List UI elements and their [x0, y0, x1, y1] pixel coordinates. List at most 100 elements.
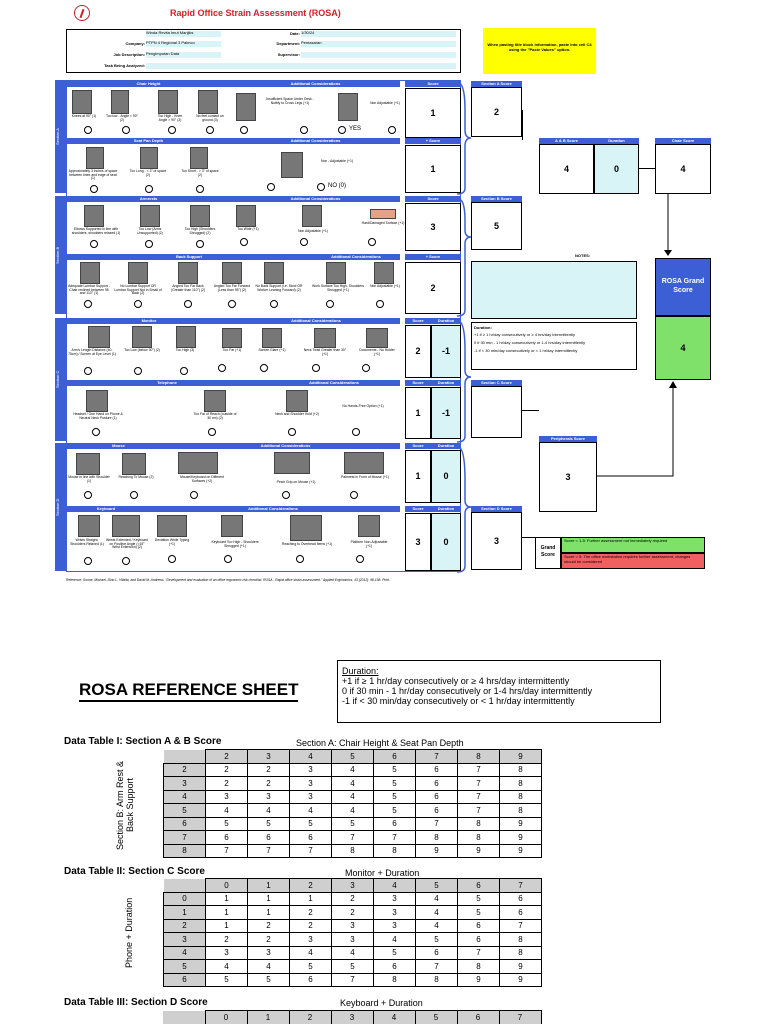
telephone-photo-2 — [204, 390, 226, 412]
caption: No Hands-Free Option (+1) — [342, 404, 384, 408]
monitor-duration[interactable]: -1 — [431, 325, 461, 378]
table-cell: 6 — [205, 830, 248, 845]
mouse-radio-2[interactable] — [130, 491, 138, 499]
seatpan-radio-1[interactable] — [90, 185, 98, 193]
back-radio-4[interactable] — [228, 300, 236, 308]
telephone-add-radio-2[interactable] — [352, 428, 360, 436]
table-row-header: 8 — [163, 843, 206, 858]
table-cell: 2 — [289, 905, 332, 920]
section-d-score-header: Section D Score — [471, 506, 522, 512]
table-cell: 5 — [205, 816, 248, 831]
company-field[interactable]: PTPN 4 Regional 3 Palmco — [146, 40, 221, 47]
seatpan-radio-3[interactable] — [196, 185, 204, 193]
mouse-add-radio-2[interactable] — [282, 491, 290, 499]
mouse-photo-5 — [344, 452, 384, 474]
back-photo-6 — [326, 262, 346, 284]
notes-label: NOTES: — [575, 253, 591, 258]
chair-add-radio-no[interactable] — [388, 126, 396, 134]
department-label: Department: — [276, 41, 300, 46]
section-a-score: 2 — [471, 87, 522, 137]
monitor-add-radio-2[interactable] — [260, 364, 268, 372]
telephone-radio-2[interactable] — [208, 428, 216, 436]
armrests-radio-3[interactable] — [196, 240, 204, 248]
table-row-header: 2 — [163, 918, 206, 933]
table-2-row-label: Phone + Duration — [124, 897, 134, 969]
telephone-add-radio-1[interactable] — [288, 428, 296, 436]
monitor-add-radio-1[interactable] — [218, 364, 226, 372]
keyboard-add-radio-2[interactable] — [224, 555, 232, 563]
keyboard-add-radio-3[interactable] — [296, 555, 304, 563]
armrests-add-radio-3[interactable] — [368, 238, 376, 246]
keyboard-radio-1[interactable] — [84, 557, 92, 565]
keyboard-radio-2[interactable] — [122, 557, 130, 565]
table-cell: 3 — [289, 932, 332, 947]
ref-duration-1: +1 if ≥ 1 hr/day consecutively or ≥ 4 hr… — [342, 676, 570, 686]
section-b-side: Section B — [55, 196, 66, 314]
mouse-radio-1[interactable] — [84, 491, 92, 499]
monitor-radio-2[interactable] — [134, 367, 142, 375]
monitor-radio-3[interactable] — [180, 367, 188, 375]
table-cell: 2 — [247, 776, 290, 791]
table-row-header: 6 — [163, 972, 206, 987]
telephone-radio-1[interactable] — [92, 428, 100, 436]
evaluator-field[interactable]: Winda Revita Imut Manjiks — [146, 30, 221, 37]
table-cell: 6 — [373, 816, 416, 831]
mouse-add-radio-3[interactable] — [350, 491, 358, 499]
section-c-score-header: Section C Score — [471, 380, 522, 386]
seatpan-add-radio-no[interactable] — [317, 183, 325, 191]
task-label: Task Being Analyzed: — [104, 63, 145, 68]
date-field[interactable]: 1/30/24 — [301, 30, 456, 37]
armrests-radio-1[interactable] — [90, 240, 98, 248]
caption: Platform Non-Adjustable (+1) — [350, 540, 388, 548]
department-field[interactable]: Pemasaran — [301, 40, 456, 47]
checklist-frame — [66, 80, 461, 572]
telephone-duration[interactable]: -1 — [431, 387, 461, 439]
monitor-add-radio-3[interactable] — [312, 364, 320, 372]
table-cell: 5 — [373, 803, 416, 818]
armrests-radio-2[interactable] — [145, 240, 153, 248]
seatpan-add-radio-yes[interactable] — [267, 183, 275, 191]
back-add-radio-2[interactable] — [376, 300, 384, 308]
chair-photo-3 — [158, 90, 178, 114]
mouse-duration[interactable]: 0 — [431, 450, 461, 503]
monitor-radio-1[interactable] — [84, 367, 92, 375]
chair-add-radio-yes[interactable] — [338, 126, 346, 134]
monitor-add-radio-4[interactable] — [362, 364, 370, 372]
job-field[interactable]: Pengimputan Data — [146, 51, 221, 58]
table-row-header: 7 — [163, 830, 206, 845]
chair-add-radio-1[interactable] — [240, 126, 248, 134]
seatpan-header: Seat Pan Depth — [66, 138, 231, 144]
keyboard-add-radio-1[interactable] — [168, 555, 176, 563]
table-row-header: 1 — [163, 905, 206, 920]
seatpan-radio-2[interactable] — [145, 185, 153, 193]
table-col-header: 2 — [205, 749, 248, 764]
mouse-add-radio-1[interactable] — [190, 491, 198, 499]
chair-radio-1[interactable] — [84, 126, 92, 134]
back-add-radio-1[interactable] — [326, 300, 334, 308]
chair-add-radio-2[interactable] — [300, 126, 308, 134]
keyboard-photo-6 — [358, 515, 380, 537]
caption: Knees at 90° (1) — [71, 114, 97, 118]
armrests-add-radio-2[interactable] — [300, 238, 308, 246]
armrests-photo-2 — [140, 205, 160, 227]
chair-radio-3[interactable] — [168, 126, 176, 134]
connector — [522, 110, 523, 140]
keyboard-add-radio-4[interactable] — [356, 555, 364, 563]
mouse-photo-1 — [76, 453, 100, 475]
monitor-photo-5 — [262, 328, 282, 348]
armrests-add-radio-1[interactable] — [240, 238, 248, 246]
table-cell: 1 — [247, 891, 290, 906]
back-radio-3[interactable] — [184, 300, 192, 308]
task-field[interactable] — [146, 63, 456, 69]
table-cell: 7 — [415, 959, 458, 974]
keyboard-duration[interactable]: 0 — [431, 513, 461, 571]
chair-radio-4[interactable] — [206, 126, 214, 134]
back-radio-1[interactable] — [84, 300, 92, 308]
back-radio-2[interactable] — [134, 300, 142, 308]
duration-score[interactable]: 0 — [594, 144, 639, 194]
back-radio-5[interactable] — [270, 300, 278, 308]
chair-radio-2[interactable] — [122, 126, 130, 134]
notes-field[interactable] — [471, 261, 637, 319]
supervisor-field[interactable] — [301, 52, 456, 58]
